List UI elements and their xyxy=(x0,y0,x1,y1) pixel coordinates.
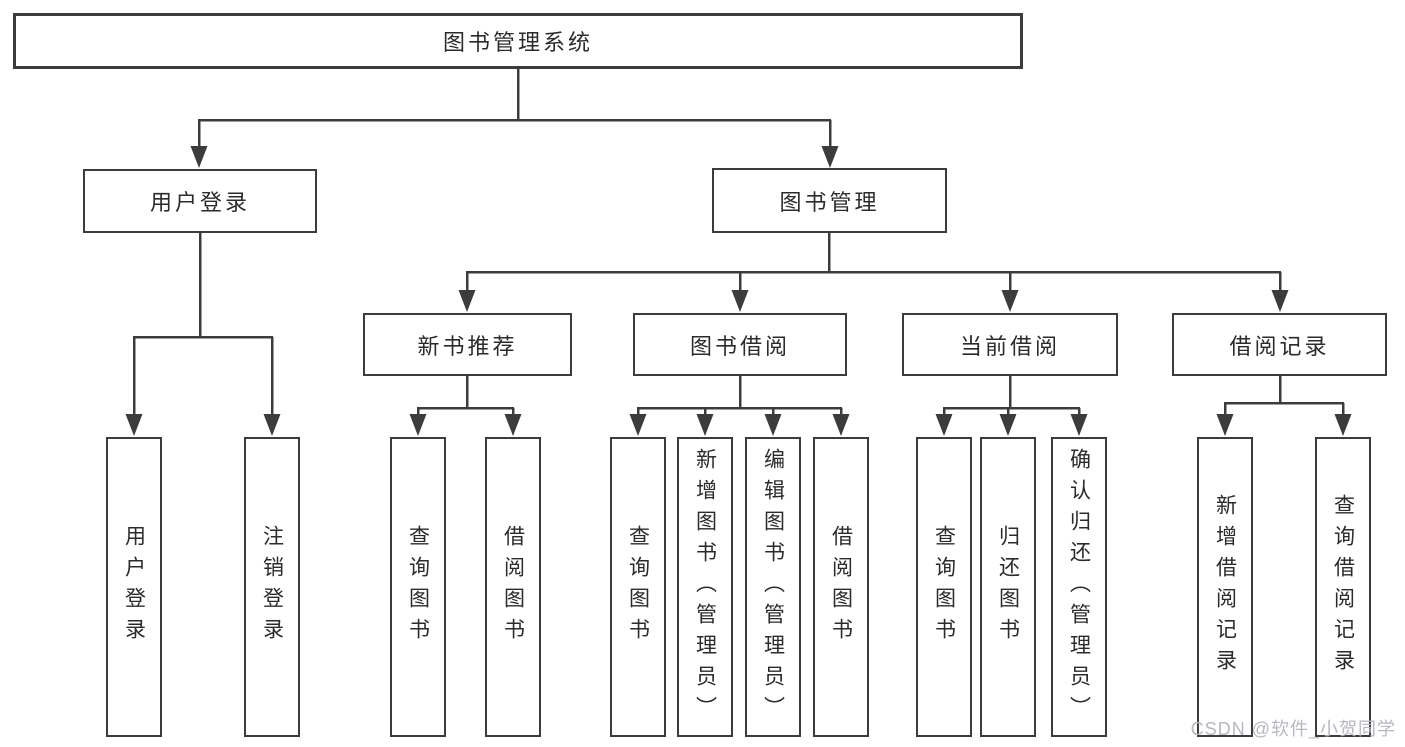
node-label: 新增图书（管理员） xyxy=(693,447,717,727)
node-book-management: 图书管理 xyxy=(712,168,947,233)
node-label: 查询借阅记录 xyxy=(1331,494,1355,680)
node-logout-leaf: 注销登录 xyxy=(244,437,300,737)
node-bb-edit-books-admin: 编辑图书（管理员） xyxy=(745,437,801,737)
node-library-system: 图书管理系统 xyxy=(13,13,1023,69)
node-login-user-leaf: 用户登录 xyxy=(106,437,162,737)
node-bb-add-books-admin: 新增图书（管理员） xyxy=(677,437,733,737)
node-label: 新书推荐 xyxy=(417,333,518,359)
node-label: 归还图书 xyxy=(996,525,1020,649)
node-bb-query-books: 查询图书 xyxy=(610,437,666,737)
node-new-book-recommendation: 新书推荐 xyxy=(363,313,572,376)
node-label: 图书管理 xyxy=(779,189,880,215)
node-book-borrowing: 图书借阅 xyxy=(633,313,847,376)
node-user-login: 用户登录 xyxy=(83,169,317,233)
node-label: 借阅图书 xyxy=(829,525,853,649)
node-current-borrowing: 当前借阅 xyxy=(902,313,1118,376)
node-label: 新增借阅记录 xyxy=(1213,494,1237,680)
node-label: 图书借阅 xyxy=(689,333,790,359)
node-label: 借阅图书 xyxy=(501,525,525,649)
node-borrowing-records: 借阅记录 xyxy=(1172,313,1387,376)
node-label: 注销登录 xyxy=(260,525,284,649)
node-cb-return-books: 归还图书 xyxy=(980,437,1036,737)
node-cb-confirm-return-admin: 确认归还（管理员） xyxy=(1051,437,1107,737)
node-label: 用户登录 xyxy=(149,190,250,215)
node-label: 用户登录 xyxy=(122,525,146,649)
arrowheads xyxy=(125,146,1352,436)
node-label: 查询图书 xyxy=(932,525,956,649)
node-nbr-query-books: 查询图书 xyxy=(390,437,446,737)
node-label: 编辑图书（管理员） xyxy=(761,447,785,727)
node-label: 查询图书 xyxy=(626,525,650,649)
node-label: 借阅记录 xyxy=(1229,333,1330,359)
node-label: 查询图书 xyxy=(406,525,430,649)
node-br-query-record: 查询借阅记录 xyxy=(1315,437,1371,737)
node-label: 图书管理系统 xyxy=(442,30,593,55)
node-br-add-record: 新增借阅记录 xyxy=(1197,437,1253,737)
node-label: 确认归还（管理员） xyxy=(1067,447,1091,727)
csdn-watermark: CSDN @软件_小贺同学 xyxy=(1190,719,1396,739)
node-cb-query-books: 查询图书 xyxy=(916,437,972,737)
node-bb-borrow-books: 借阅图书 xyxy=(813,437,869,737)
node-nbr-borrow-books: 借阅图书 xyxy=(485,437,541,737)
node-label: 当前借阅 xyxy=(959,333,1060,359)
